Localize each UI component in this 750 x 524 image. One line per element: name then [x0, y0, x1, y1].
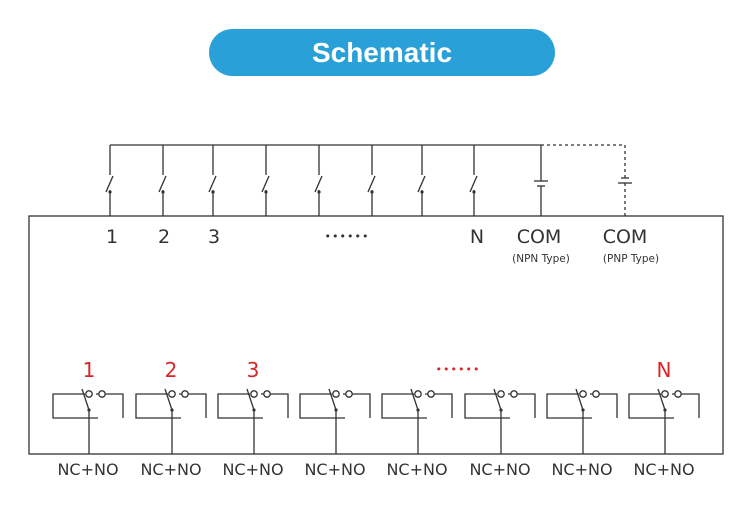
input-label-2: 2 [158, 226, 170, 248]
relay-no-wire [96, 393, 124, 418]
relay-nc-contact [332, 390, 340, 398]
schematic-title: Schematic [311, 36, 453, 68]
input-switch-node [161, 190, 165, 194]
relay-nc-wire [628, 393, 674, 419]
relay-no-contact [674, 390, 682, 398]
relay-switch-arm [246, 388, 255, 411]
output-label-3: 3 [247, 358, 260, 382]
input-switch-8 [469, 175, 478, 193]
output-label-n: N [657, 358, 672, 382]
relay-nc-contact [414, 390, 422, 398]
output-ellipsis: •••••• [436, 363, 481, 376]
relay-output-3: NC+NO [217, 388, 289, 479]
relay-switch-arm [164, 388, 173, 411]
input-switch-7 [417, 175, 426, 193]
relay-terminal-label: NC+NO [222, 460, 283, 479]
relay-output-4: NC+NO [299, 388, 371, 479]
relay-switch-arm [410, 388, 419, 411]
relay-output-7: NC+NO [546, 388, 618, 479]
relay-nc-contact [579, 390, 587, 398]
com-pnp-label: COM [603, 226, 648, 248]
relay-nc-contact [497, 390, 505, 398]
output-label-1: 1 [83, 358, 96, 382]
output-label-2: 2 [165, 358, 178, 382]
relay-terminal-label: NC+NO [633, 460, 694, 479]
relay-output-2: NC+NO [135, 388, 207, 479]
relay-no-contact [510, 390, 518, 398]
relay-output-5: NC+NO [381, 388, 453, 479]
input-switch-node [472, 190, 476, 194]
relay-no-wire [179, 393, 207, 418]
input-switch-node [211, 190, 215, 194]
input-switch-1 [105, 175, 114, 193]
input-switch-node [108, 190, 112, 194]
input-switch-node [264, 190, 268, 194]
relay-switch-arm [575, 388, 584, 411]
relay-nc-contact [168, 390, 176, 398]
input-switch-node [420, 190, 424, 194]
input-switch-2 [158, 175, 167, 193]
relay-nc-contact [661, 390, 669, 398]
relay-nc-wire [299, 393, 345, 419]
relay-no-contact [181, 390, 189, 398]
relay-nc-wire [381, 393, 427, 419]
input-ellipsis: •••••• [325, 230, 370, 243]
input-switch-6 [367, 175, 376, 193]
relay-terminal-label: NC+NO [57, 460, 118, 479]
relay-output-1: NC+NO [52, 388, 124, 479]
input-switch-4 [261, 175, 270, 193]
relay-nc-wire [217, 393, 263, 419]
relay-switch-arm [657, 388, 666, 411]
input-label-1: 1 [106, 226, 118, 248]
relay-nc-wire [135, 393, 181, 419]
relay-nc-wire [464, 393, 510, 419]
input-label-3: 3 [208, 226, 220, 248]
relay-no-contact [345, 390, 353, 398]
com-npn-label: COM [517, 226, 562, 248]
relay-nc-wire [52, 393, 98, 419]
relay-no-wire [261, 393, 289, 418]
schematic-title-badge: Schematic [209, 29, 555, 76]
relay-no-wire [508, 393, 536, 418]
input-switch-node [317, 190, 321, 194]
relay-no-wire [590, 393, 618, 418]
module-box [28, 215, 724, 455]
relay-no-contact [263, 390, 271, 398]
relay-output-8: NC+NO [628, 388, 700, 479]
relay-no-wire [672, 393, 700, 418]
relay-no-wire [425, 393, 453, 418]
relay-switch-arm [328, 388, 337, 411]
input-label-n: N [470, 226, 484, 248]
relay-nc-contact [85, 390, 93, 398]
relay-output-6: NC+NO [464, 388, 536, 479]
relay-no-contact [592, 390, 600, 398]
com-npn-type: (NPN Type) [512, 253, 570, 265]
relay-no-wire [343, 393, 371, 418]
relay-no-contact [427, 390, 435, 398]
relay-terminal-label: NC+NO [469, 460, 530, 479]
relay-terminal-label: NC+NO [551, 460, 612, 479]
relay-no-contact [98, 390, 106, 398]
input-switch-node [370, 190, 374, 194]
relay-switch-arm [493, 388, 502, 411]
relay-nc-wire [546, 393, 592, 419]
relay-terminal-label: NC+NO [140, 460, 201, 479]
relay-terminal-label: NC+NO [304, 460, 365, 479]
relay-nc-contact [250, 390, 258, 398]
relay-switch-arm [81, 388, 90, 411]
input-switch-3 [208, 175, 217, 193]
com-pnp-type: (PNP Type) [603, 253, 659, 265]
input-switch-5 [314, 175, 323, 193]
relay-terminal-label: NC+NO [386, 460, 447, 479]
